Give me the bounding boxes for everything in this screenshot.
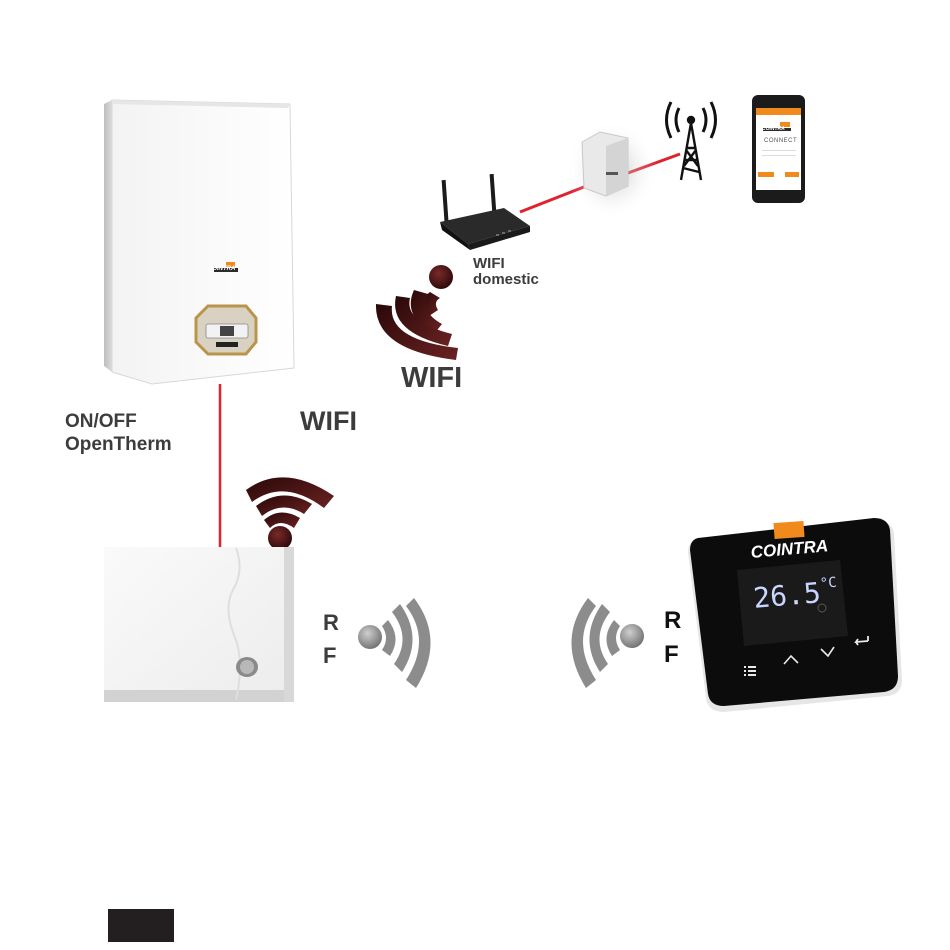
wifi-domestic-line2: domestic: [473, 271, 539, 288]
wifi-domestic-label: WIFI domestic: [473, 256, 539, 288]
rf-signal-icon-right: [571, 598, 644, 688]
receiver-image: [104, 547, 294, 702]
wifi-icon-receiver: [246, 477, 334, 550]
enter-button-icon[interactable]: [854, 636, 869, 646]
rf-right-f: F: [664, 641, 679, 668]
up-button-icon[interactable]: [783, 654, 799, 665]
down-button-icon[interactable]: [820, 646, 835, 658]
phone-app-name: CONNECT: [764, 138, 798, 144]
gateway-image: [566, 120, 658, 220]
menu-button-icon[interactable]: [744, 666, 756, 676]
rf-left-f: F: [323, 643, 337, 668]
connection-type-label: ON/OFF OpenTherm: [65, 410, 172, 456]
thermostat-image: [688, 518, 902, 712]
boiler-image: [104, 99, 295, 385]
phone-brand-text: COINTRA: [762, 126, 785, 132]
smartphone-image: [752, 95, 805, 203]
thermostat-brand-tab: [773, 520, 805, 540]
rf-label-left: R F: [323, 606, 339, 672]
wifi-icon: [375, 265, 458, 360]
connection-type-line2: OpenTherm: [65, 434, 172, 455]
cell-tower-icon: [665, 101, 717, 181]
boiler-brand-logo: [226, 262, 235, 267]
thermostat-temperature-value: 26.5: [752, 576, 823, 615]
rf-left-r: R: [323, 610, 339, 635]
rf-right-r: R: [664, 607, 682, 634]
rf-signal-icon-left: [358, 598, 431, 688]
wifi-label-lower: WIFI: [300, 406, 357, 436]
wifi-label-upper: WIFI: [401, 362, 463, 394]
rf-label-right: R F: [664, 604, 681, 672]
connection-type-line1: ON/OFF: [65, 411, 137, 432]
router-image: [440, 173, 530, 250]
boiler-brand-text: COINTRA: [208, 266, 236, 272]
wifi-domestic-line1: WIFI: [473, 255, 505, 272]
footer-block: [108, 909, 174, 942]
thermostat-temperature-unit: °C: [819, 574, 838, 593]
